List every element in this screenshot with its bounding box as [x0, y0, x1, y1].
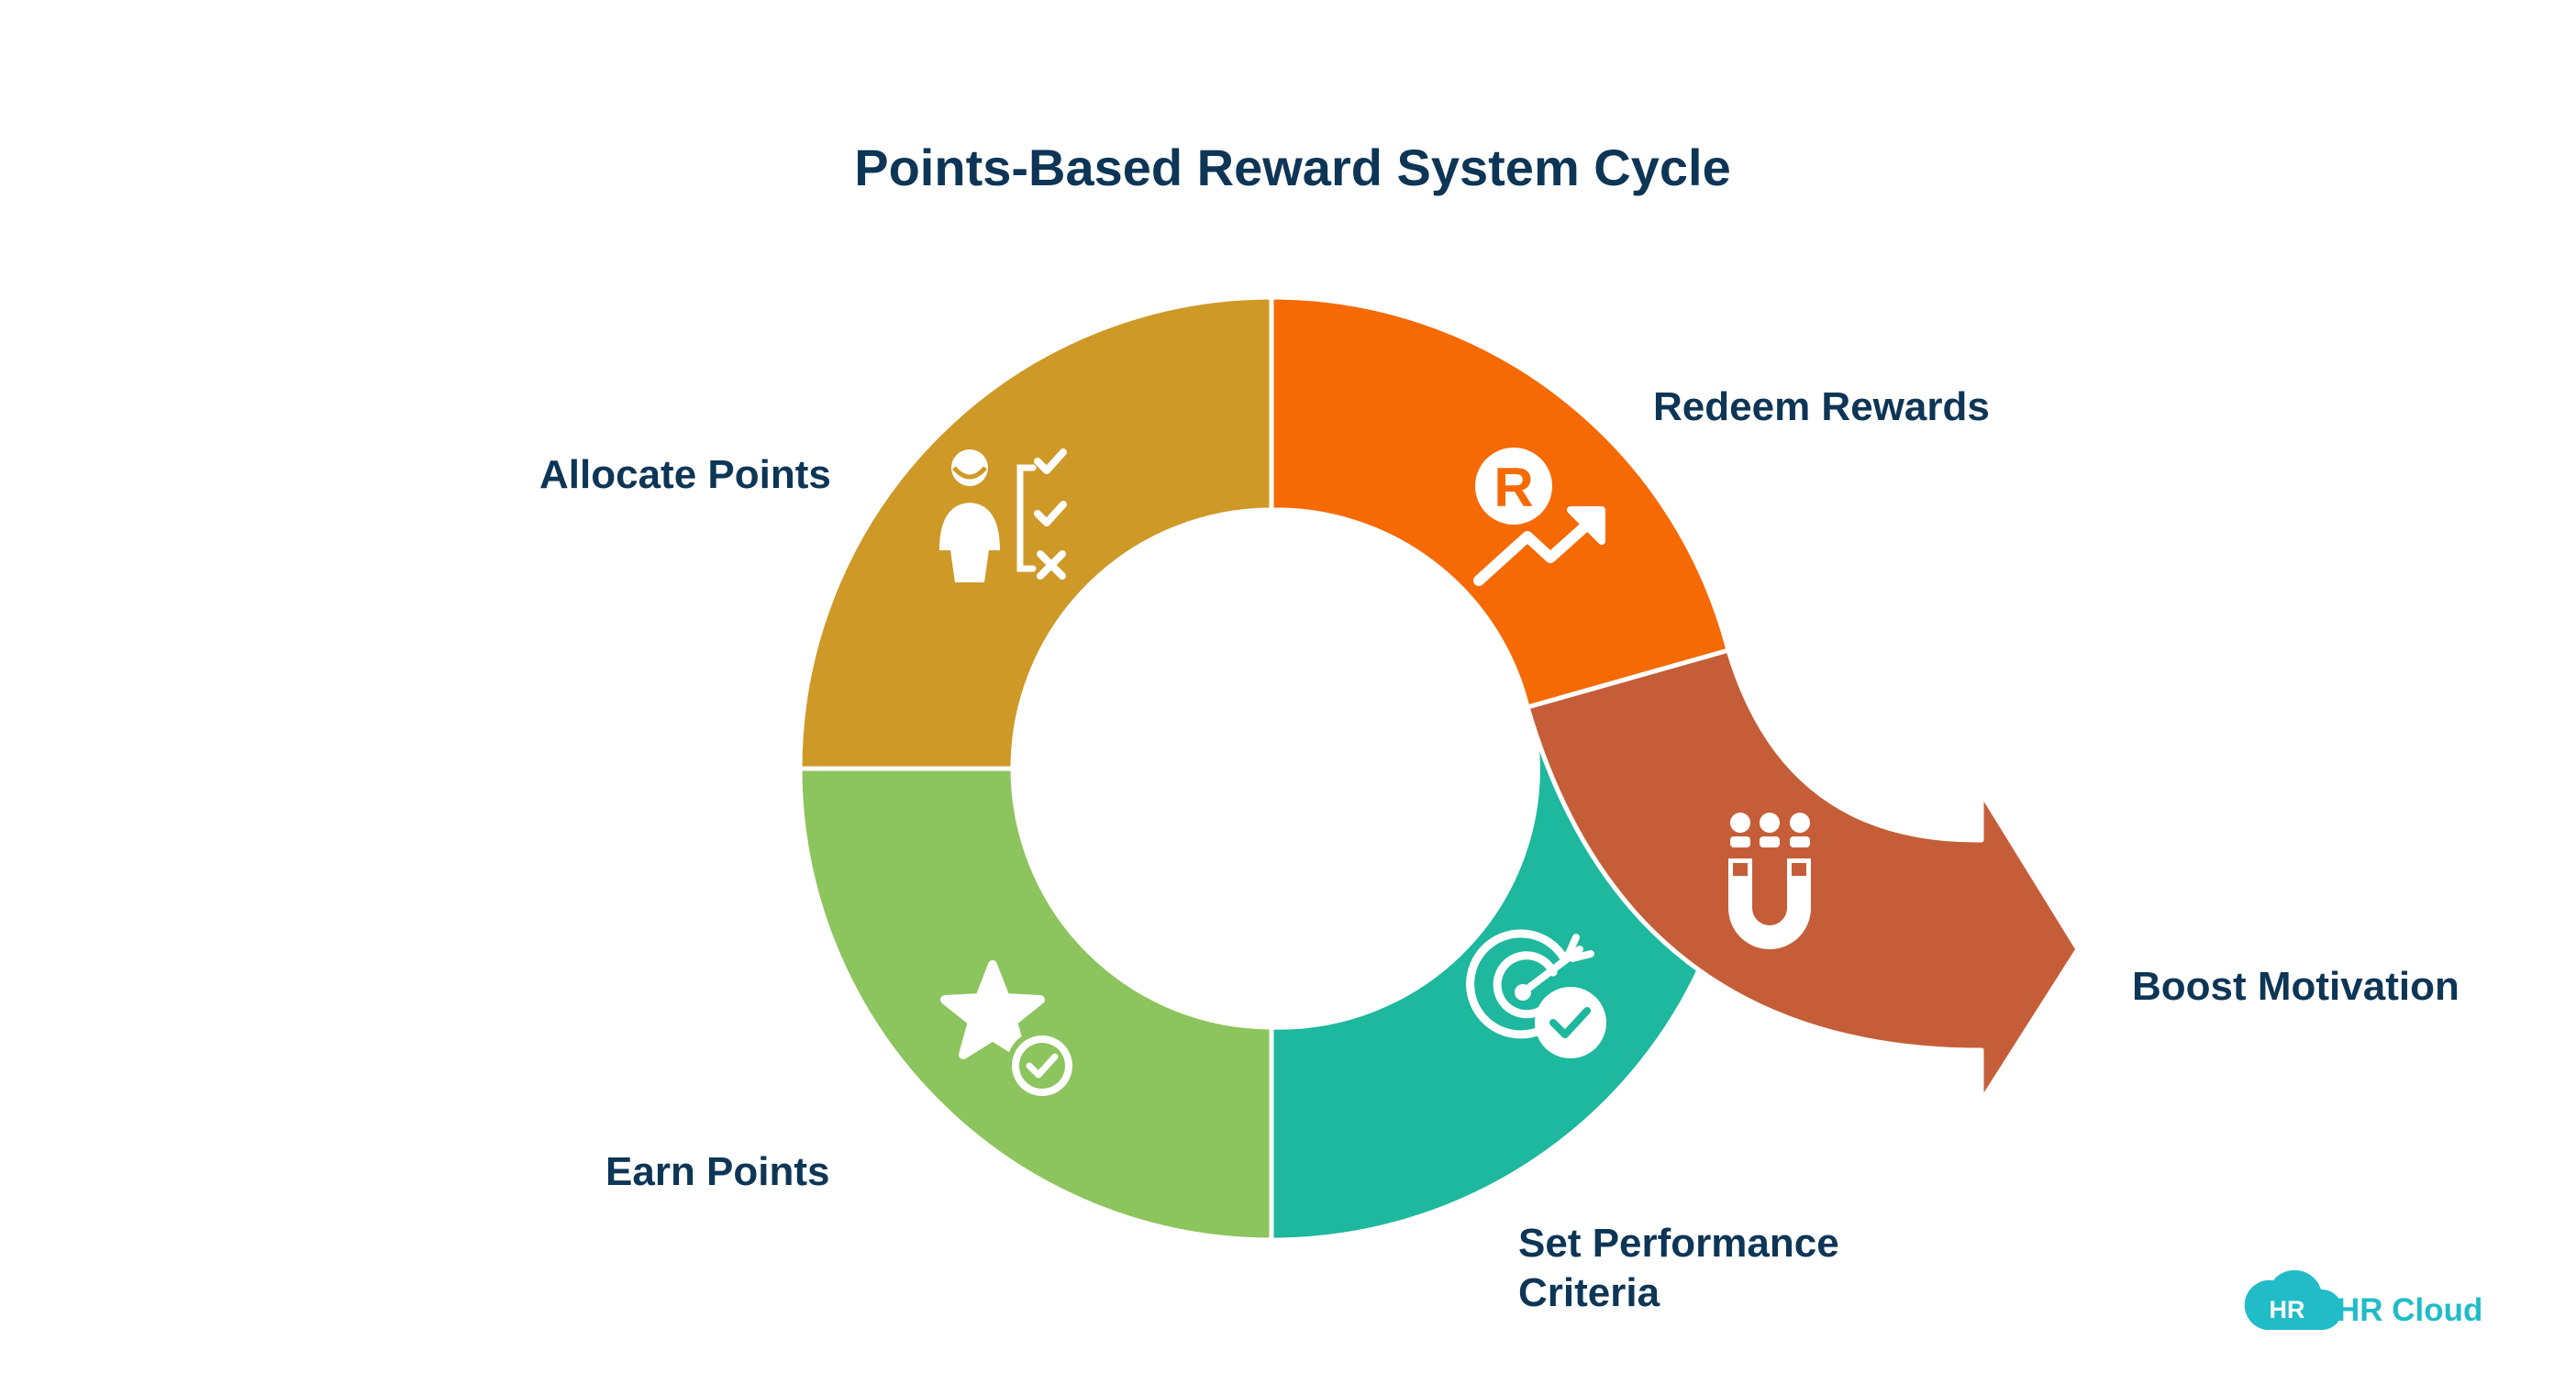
brand-name: HR Cloud: [2337, 1292, 2482, 1328]
diagram-title: Points-Based Reward System Cycle: [854, 138, 1730, 196]
ring-center: [1015, 512, 1528, 1025]
label-redeem-rewards: Redeem Rewards: [1653, 384, 1990, 429]
label-set-performance-criteria: Set Performance Criteria: [1518, 1221, 1850, 1315]
svg-text:R: R: [1493, 457, 1533, 518]
segment-allocate: [797, 294, 1274, 771]
logo-badge-text: HR: [2270, 1296, 2305, 1323]
cloud-icon: [2244, 1269, 2343, 1330]
hr-cloud-logo: HR HR Cloud: [2244, 1269, 2482, 1330]
reward-coin-growth-icon: R: [1473, 448, 1605, 586]
label-allocate-points: Allocate Points: [539, 452, 831, 497]
label-boost-motivation: Boost Motivation: [2132, 964, 2459, 1009]
star-check-icon: [940, 960, 1078, 1102]
magnet-people-icon: [1728, 813, 1811, 949]
person-checklist-icon: [939, 448, 1067, 582]
label-earn-points: Earn Points: [605, 1149, 830, 1194]
target-check-icon: [1466, 929, 1606, 1058]
